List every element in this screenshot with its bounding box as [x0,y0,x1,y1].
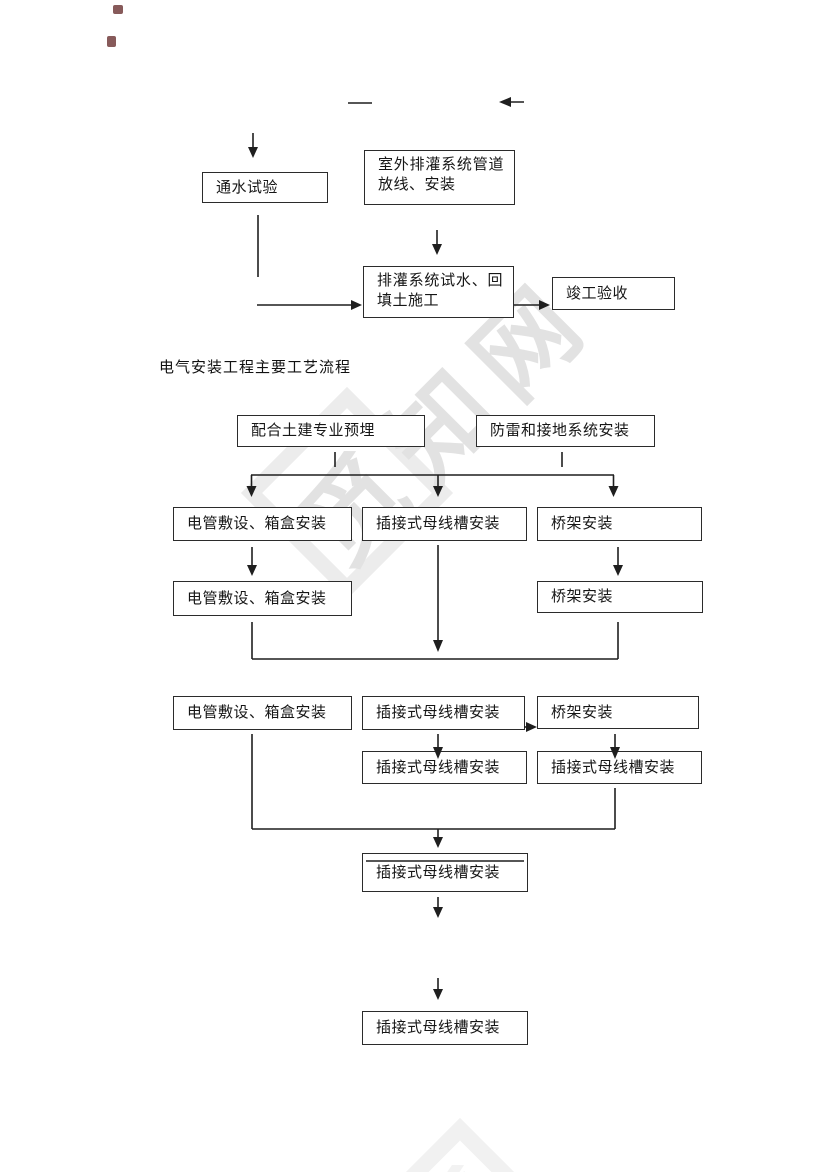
node-conduit-box-r3: 电管敷设、箱盒安装 [173,696,352,730]
node-label: 配合土建专业预埋 [251,422,376,440]
artifact-mark [113,5,123,14]
node-label: 电管敷设、箱盒安装 [187,589,327,607]
section-heading: 电气安装工程主要工艺流程 [159,359,352,376]
node-label: 室外排灌系统管道放线、安装 [378,156,504,193]
node-busway-r1: 插接式母线槽安装 [362,507,527,541]
node-label: 插接式母线槽安装 [551,758,676,776]
node-cable-tray-r3: 桥架安装 [537,696,699,729]
node-label: 插接式母线槽安装 [376,758,501,776]
node-cable-tray-r2: 桥架安装 [537,581,703,613]
node-busway-final-1: 插接式母线槽安装 [362,853,528,892]
node-label: 桥架安装 [551,515,614,533]
node-label: 防雷和接地系统安装 [490,422,630,440]
node-busway-r4-left: 插接式母线槽安装 [362,751,527,784]
node-busway-r4-right: 插接式母线槽安装 [537,751,702,784]
node-conduit-box-r1: 电管敷设、箱盒安装 [173,507,352,541]
node-completion-acceptance: 竣工验收 [552,277,675,310]
node-cable-tray-r1: 桥架安装 [537,507,702,541]
node-conduit-box-r2: 电管敷设、箱盒安装 [173,581,352,616]
node-label: 插接式母线槽安装 [376,704,501,722]
node-label: 插接式母线槽安装 [376,515,501,533]
left-arrow-head [499,97,511,107]
node-label: 桥架安装 [551,588,614,606]
node-water-test: 通水试验 [202,172,328,203]
node-label: 通水试验 [216,178,279,196]
artifact-mark [107,36,116,47]
node-label: 排灌系统试水、回填土施工 [377,272,503,309]
node-outdoor-pipe: 室外排灌系统管道放线、安装 [364,150,515,205]
node-system-test-backfill: 排灌系统试水、回填土施工 [363,266,514,318]
node-label: 桥架安装 [551,703,614,721]
node-busway-final-2: 插接式母线槽安装 [362,1011,528,1045]
node-label: 插接式母线槽安装 [376,1019,501,1037]
node-label: 竣工验收 [566,284,629,302]
node-busway-r3: 插接式母线槽安装 [362,696,525,730]
node-label: 电管敷设、箱盒安装 [187,515,327,533]
node-lightning-grounding: 防雷和接地系统安装 [476,415,655,447]
node-civil-embed: 配合土建专业预埋 [237,415,425,447]
node-label: 插接式母线槽安装 [376,863,501,881]
node-label: 电管敷设、箱盒安装 [187,704,327,722]
